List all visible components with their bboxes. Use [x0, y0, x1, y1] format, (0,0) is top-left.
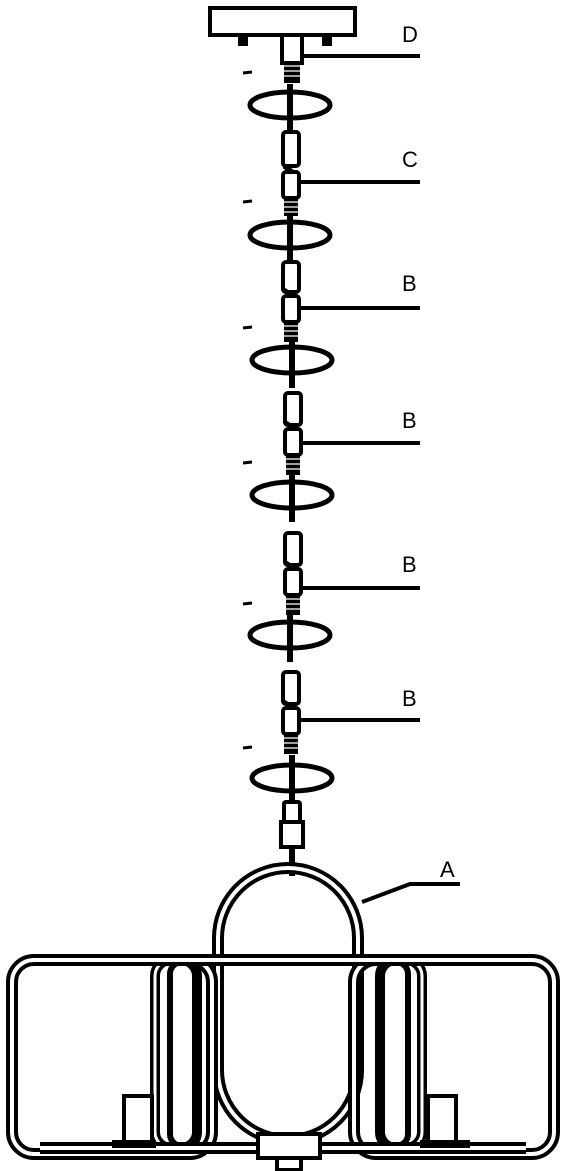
label-b-3: B: [402, 552, 417, 577]
socket-left: [112, 1094, 156, 1148]
chain-ring: [242, 325, 335, 388]
chain-assembly: [242, 70, 335, 876]
chain-rod: [281, 260, 301, 342]
chain-ring: [242, 601, 333, 662]
label-b-2: B: [402, 408, 417, 433]
chain-ring: [242, 460, 335, 522]
chain-rod: [283, 531, 303, 615]
part-labels: D C B B B B A: [402, 22, 455, 882]
leader-line-a: [361, 882, 460, 904]
label-b-4: B: [402, 686, 417, 711]
label-b-1: B: [402, 271, 417, 296]
oval-loop: [212, 862, 364, 1146]
center-hub: [256, 1132, 322, 1171]
chain-rod: [281, 670, 301, 754]
loop-connector: [279, 800, 305, 876]
label-c: C: [402, 147, 418, 172]
light-frame: [6, 954, 560, 1171]
chain-ring: [242, 70, 333, 128]
chain-ring: [242, 745, 335, 800]
socket-right: [420, 1094, 470, 1148]
chain-ring: [242, 199, 333, 260]
leader-lines: [300, 54, 460, 904]
label-a: A: [440, 857, 455, 882]
chain-rod: [283, 391, 303, 475]
chain-rod: [281, 122, 301, 216]
ceiling-canopy: [208, 6, 357, 83]
label-d: D: [402, 22, 418, 47]
